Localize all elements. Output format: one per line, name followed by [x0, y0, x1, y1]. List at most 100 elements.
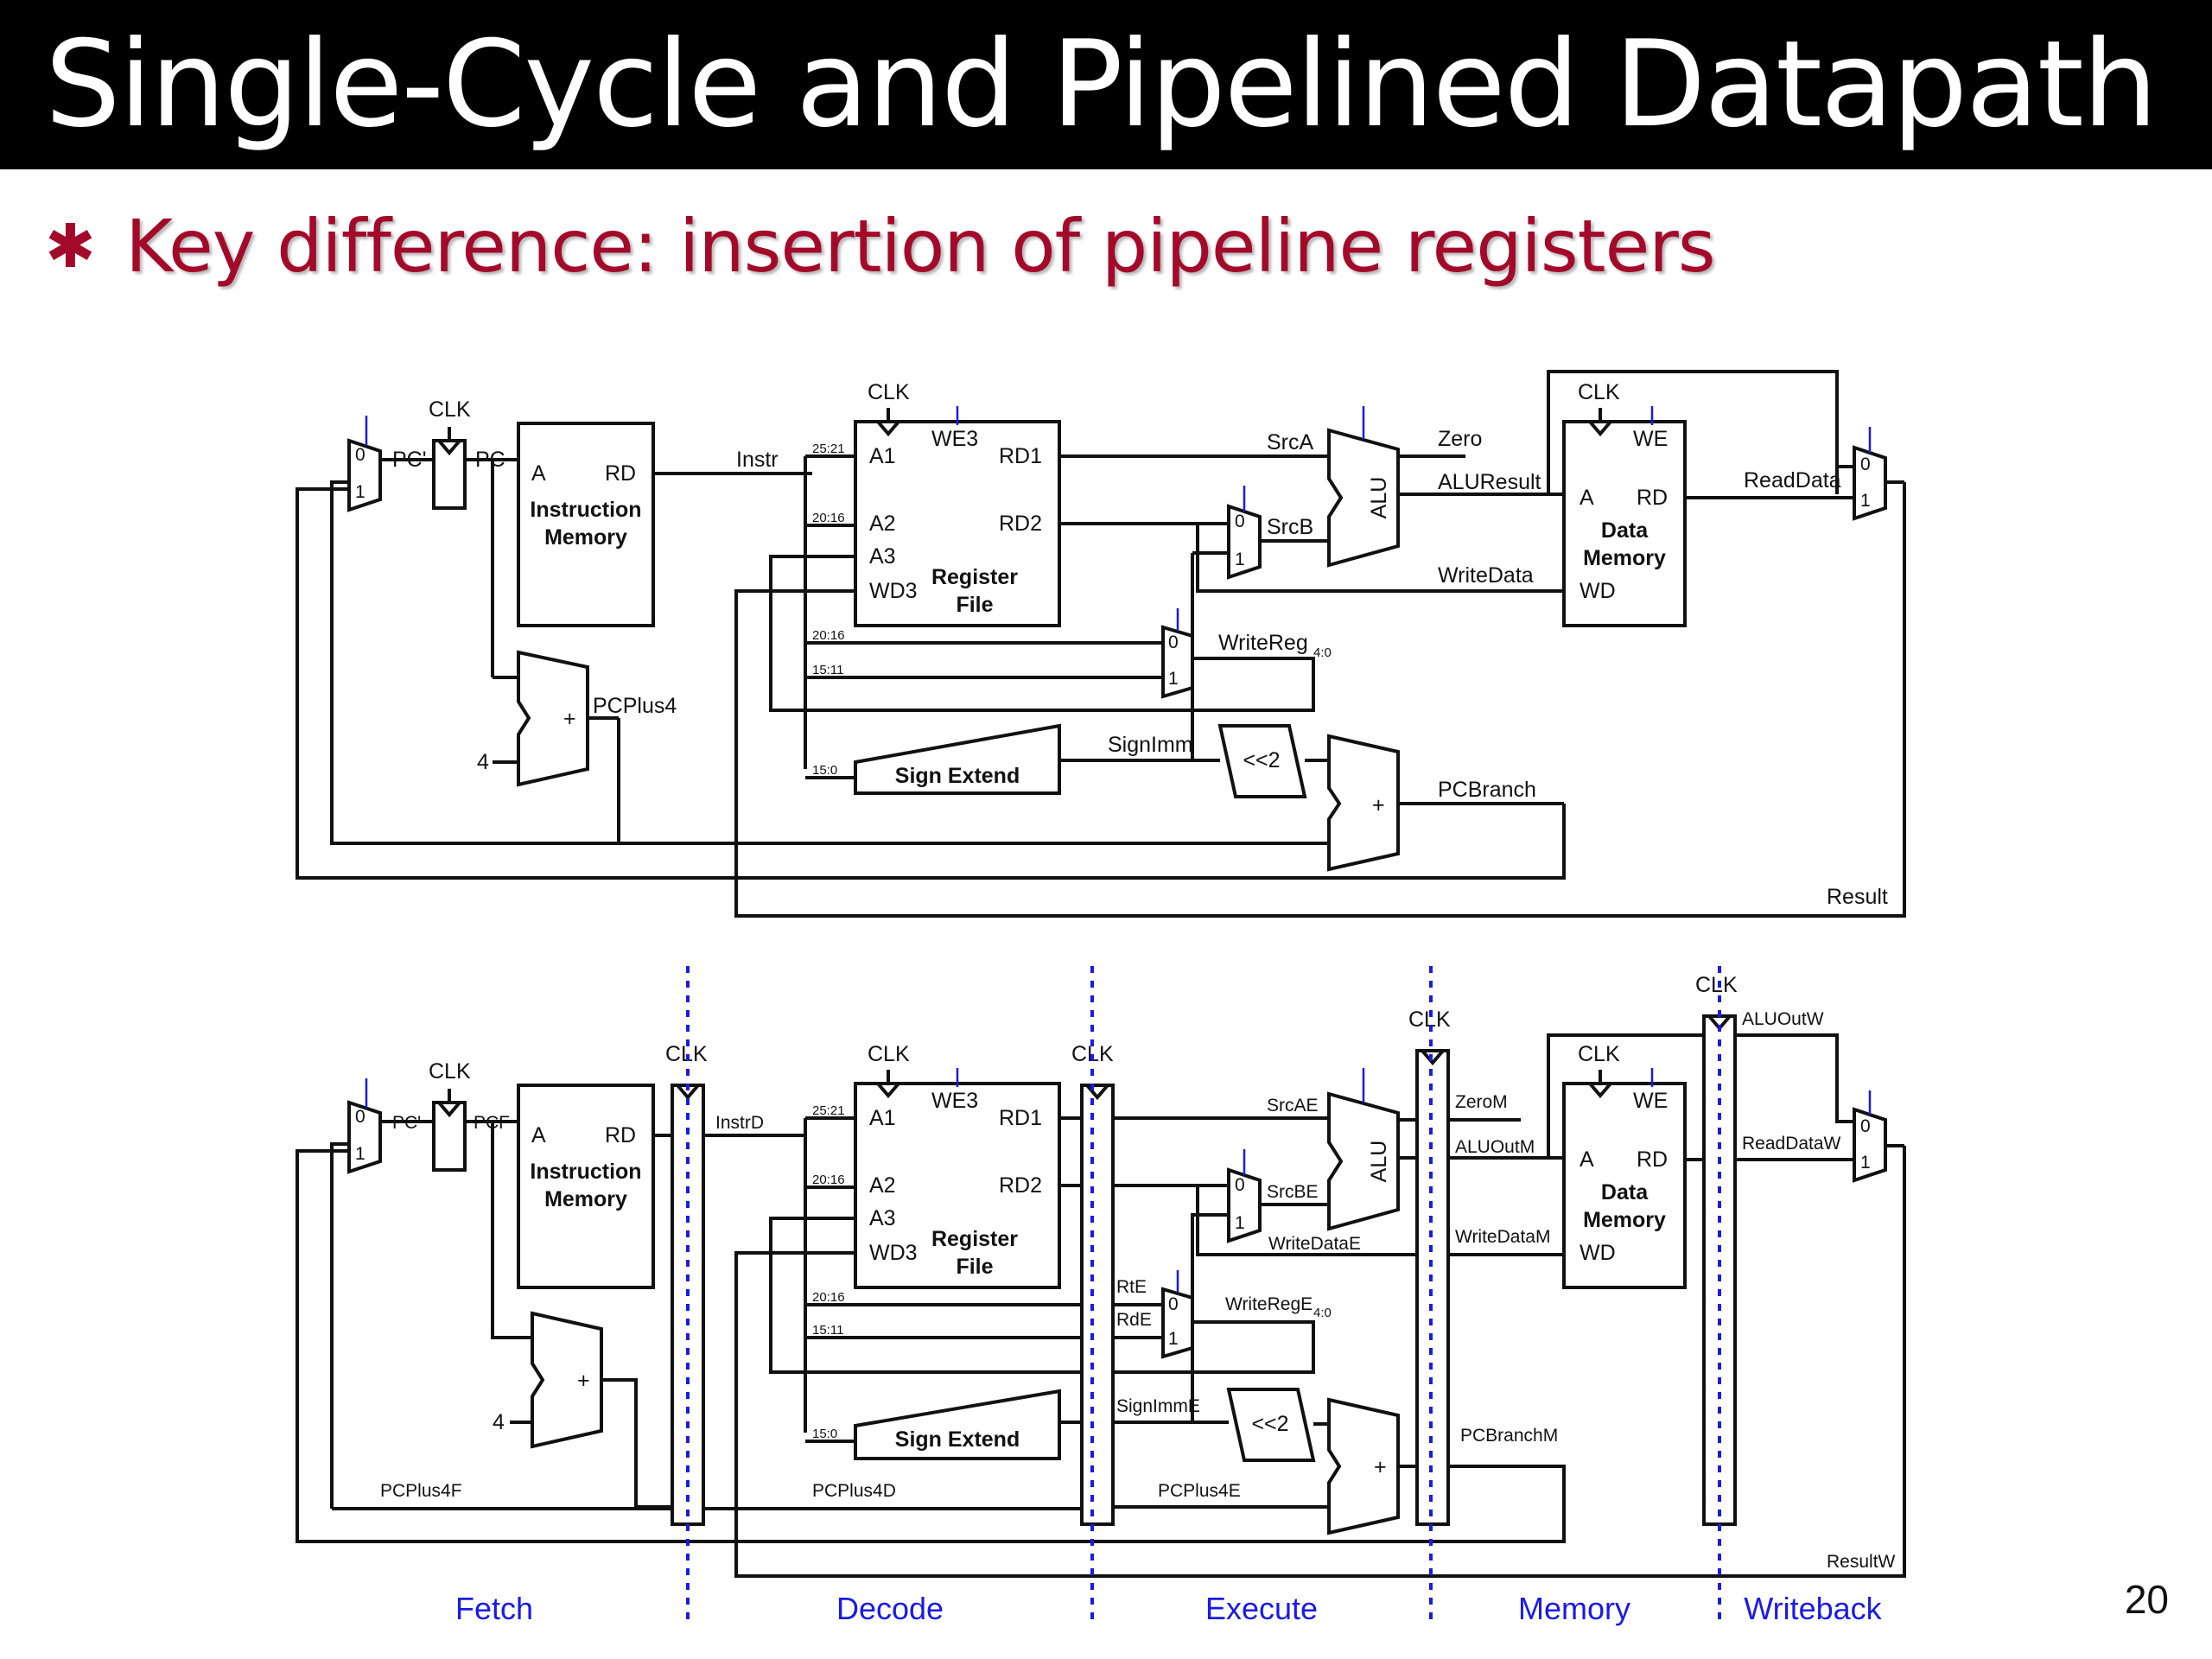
svg-text:1: 1: [1860, 1153, 1871, 1173]
svg-text:Memory: Memory: [544, 525, 627, 550]
svg-text:25:21: 25:21: [812, 442, 845, 456]
shift-left-2-pipelined: [1226, 1388, 1316, 1462]
svg-text:CLK: CLK: [868, 1042, 910, 1066]
svg-text:SrcAE: SrcAE: [1267, 1096, 1319, 1116]
shift-left-2: [1217, 724, 1307, 798]
svg-text:A2: A2: [869, 512, 896, 536]
svg-text:1: 1: [1168, 669, 1179, 689]
bullet-text: Key difference: insertion of pipeline re…: [125, 204, 1715, 289]
svg-text:A1: A1: [869, 1106, 896, 1130]
mem-wb-register: [1702, 1014, 1737, 1526]
slide-title: Single-Cycle and Pipelined Datapath: [45, 15, 2158, 154]
svg-text:A3: A3: [869, 1206, 896, 1230]
svg-text:ALUOutM: ALUOutM: [1455, 1137, 1535, 1157]
svg-text:Register: Register: [931, 565, 1018, 589]
pc-plus4-adder-pipelined: [531, 1311, 603, 1449]
svg-text:Data: Data: [1601, 1180, 1649, 1205]
svg-text:PCPlus4E: PCPlus4E: [1158, 1481, 1241, 1501]
sign-extend-pipelined: [854, 1389, 1061, 1460]
pcf-register: [432, 1101, 467, 1172]
svg-text:RD1: RD1: [999, 1106, 1042, 1130]
result-mux: [1853, 445, 1887, 521]
svg-text:1: 1: [1168, 1329, 1179, 1349]
svg-text:PCPlus4D: PCPlus4D: [812, 1481, 896, 1501]
svg-text:Memory: Memory: [1583, 546, 1666, 570]
svg-text:1: 1: [1235, 550, 1245, 569]
svg-text:WriteRegE: WriteRegE: [1225, 1294, 1313, 1314]
svg-text:A: A: [531, 461, 546, 486]
svg-text:Instruction: Instruction: [530, 1160, 641, 1184]
svg-text:ALUResult: ALUResult: [1438, 470, 1541, 494]
svg-text:RdE: RdE: [1116, 1310, 1152, 1330]
svg-text:PC: PC: [475, 448, 505, 472]
stage-memory: Memory: [1518, 1591, 1630, 1626]
svg-text:A1: A1: [869, 444, 896, 468]
svg-text:RD2: RD2: [999, 1173, 1042, 1198]
svg-text:+: +: [1374, 1455, 1387, 1479]
svg-text:Register: Register: [931, 1227, 1018, 1251]
svg-text:RD: RD: [1637, 486, 1668, 510]
stage-decode: Decode: [836, 1591, 944, 1626]
svg-text:File: File: [956, 1255, 993, 1279]
data-memory: [1562, 420, 1687, 627]
svg-text:1: 1: [355, 482, 365, 502]
single-cycle-datapath: 0 1 CLK PC' PC A RD Instruction Memory I…: [296, 370, 1906, 918]
svg-text:File: File: [956, 593, 993, 617]
svg-text:20:16: 20:16: [812, 511, 845, 525]
svg-text:SignImmE: SignImmE: [1116, 1396, 1200, 1416]
svg-text:4:0: 4:0: [1313, 1306, 1332, 1320]
svg-text:Result: Result: [1827, 885, 1888, 909]
svg-text:RD1: RD1: [999, 444, 1042, 468]
title-bar: Single-Cycle and Pipelined Datapath: [0, 0, 2212, 169]
svg-text:ReadDataW: ReadDataW: [1742, 1134, 1841, 1154]
page-number: 20: [2124, 1577, 2169, 1622]
id-ex-register: [1080, 1084, 1115, 1526]
svg-text:0: 0: [355, 1107, 365, 1127]
alu: [1327, 428, 1400, 568]
svg-text:0: 0: [1168, 1294, 1179, 1314]
svg-text:Sign Extend: Sign Extend: [895, 764, 1020, 788]
svg-text:RtE: RtE: [1116, 1277, 1147, 1297]
svg-text:RD: RD: [1637, 1147, 1668, 1172]
svg-text:Memory: Memory: [1583, 1208, 1666, 1232]
stage-fetch: Fetch: [455, 1591, 533, 1626]
svg-text:0: 0: [1168, 632, 1179, 652]
svg-text:1: 1: [355, 1144, 365, 1164]
svg-text:WE: WE: [1633, 1089, 1668, 1113]
svg-text:+: +: [1372, 793, 1385, 817]
svg-text:A2: A2: [869, 1173, 896, 1198]
svg-text:+: +: [563, 707, 576, 731]
svg-text:CLK: CLK: [1578, 380, 1620, 404]
register-file-pipelined: [854, 1082, 1061, 1289]
svg-text:0: 0: [1860, 454, 1871, 474]
svg-text:A: A: [1580, 1147, 1594, 1172]
svg-text:15:0: 15:0: [812, 763, 837, 778]
svg-text:WD3: WD3: [869, 579, 918, 603]
svg-text:<<2: <<2: [1251, 1412, 1288, 1436]
svg-text:15:11: 15:11: [812, 663, 843, 677]
svg-text:0: 0: [1235, 512, 1245, 531]
svg-text:PC': PC': [392, 1113, 421, 1133]
pcbranch-adder-pipelined: [1327, 1397, 1400, 1535]
svg-text:PCPlus4F: PCPlus4F: [380, 1481, 462, 1501]
pc-mux: [347, 438, 382, 512]
svg-text:Data: Data: [1601, 518, 1649, 543]
svg-text:ZeroM: ZeroM: [1455, 1092, 1508, 1112]
svg-text:InstrD: InstrD: [715, 1113, 764, 1133]
svg-text:WD: WD: [1580, 1241, 1616, 1265]
clk-label: CLK: [429, 397, 471, 422]
svg-text:4: 4: [493, 1410, 505, 1434]
svg-text:0: 0: [355, 445, 365, 465]
svg-text:WriteDataE: WriteDataE: [1268, 1234, 1361, 1254]
svg-text:Sign Extend: Sign Extend: [895, 1427, 1020, 1452]
svg-text:SignImm: SignImm: [1108, 733, 1193, 757]
stage-execute: Execute: [1205, 1591, 1318, 1626]
svg-text:WD3: WD3: [869, 1241, 918, 1265]
asterisk-bullet-icon: ✱: [45, 211, 96, 282]
svg-text:Instruction: Instruction: [530, 498, 641, 522]
svg-text:20:16: 20:16: [812, 628, 845, 643]
svg-text:A3: A3: [869, 544, 896, 569]
srcb-mux: [1227, 504, 1262, 580]
svg-text:RD: RD: [605, 1123, 636, 1147]
svg-text:PC': PC': [392, 448, 427, 472]
